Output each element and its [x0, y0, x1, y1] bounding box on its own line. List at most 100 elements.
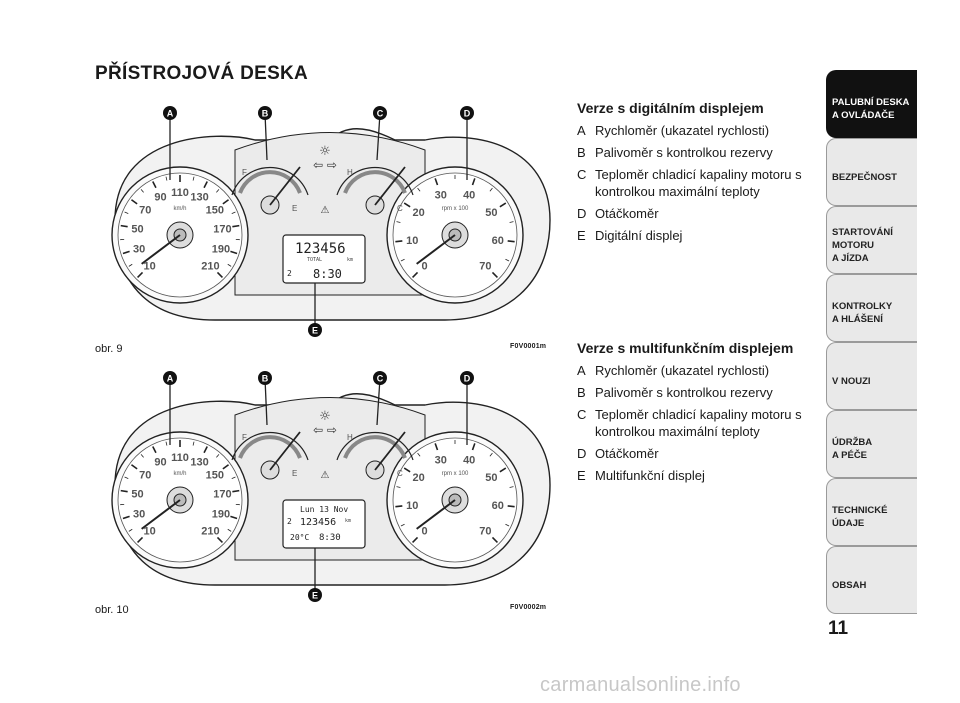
- dial-minor-tick: [140, 189, 144, 193]
- dial-tick-label: 30: [435, 454, 447, 466]
- dial-tick-label: 10: [143, 260, 155, 272]
- temperature-gauge: HC: [336, 166, 414, 215]
- warning-icon: ⚠: [321, 205, 330, 216]
- dial-minor-tick: [489, 452, 493, 457]
- dial-minor-tick: [509, 221, 514, 223]
- dial-minor-tick: [509, 486, 514, 488]
- legend-key: B: [577, 385, 586, 400]
- dial-tick: [120, 489, 128, 493]
- dial-tick: [137, 271, 144, 278]
- display-time: 8:30: [319, 533, 341, 543]
- callout-label: C: [377, 374, 384, 384]
- dial-tick-label: 30: [133, 508, 145, 520]
- gauge-needle: [269, 431, 301, 471]
- display-unit: km: [347, 257, 353, 263]
- dial-tick-label: 130: [190, 457, 208, 469]
- dial-needle: [416, 234, 456, 265]
- dial-needle: [416, 499, 456, 530]
- callout-label: E: [312, 326, 318, 336]
- tab-palubni-deska[interactable]: PALUBNÍ DESKA A OVLÁDAČE: [826, 70, 917, 138]
- warning-icon: ⚠: [321, 470, 330, 481]
- callout-label: D: [464, 109, 471, 119]
- dial-tick: [412, 271, 419, 278]
- dial-unit-label: km/h: [173, 206, 186, 212]
- dial-tick-label: 50: [131, 223, 143, 235]
- tab-v-nouzi[interactable]: V NOUZI: [826, 342, 917, 410]
- callout-label: A: [167, 109, 174, 119]
- gauge-mark-label: H: [347, 433, 353, 442]
- tab-startovani[interactable]: STARTOVÁNÍ MOTORU A JÍZDA: [826, 206, 917, 274]
- dial-tick-label: 20: [412, 472, 424, 484]
- dial-tick-label: 110: [171, 187, 189, 199]
- tab-technicke-udaje[interactable]: TECHNICKÉ ÚDAJE: [826, 478, 917, 546]
- dial-tick-label: 60: [492, 235, 504, 247]
- dial-unit-label: rpm x 100: [442, 206, 469, 212]
- dial-minor-tick: [227, 528, 232, 532]
- legend-text: Teploměr chladicí kapaliny motoru s kont…: [595, 407, 802, 439]
- dial-minor-tick: [165, 176, 168, 181]
- dial-tick: [434, 443, 439, 451]
- dial-minor-tick: [400, 258, 405, 262]
- legend-text: Digitální displej: [595, 228, 683, 243]
- dial-tick: [491, 536, 498, 543]
- callout-marker: [258, 106, 272, 120]
- page-title: PŘÍSTROJOVÁ DESKA: [95, 63, 309, 84]
- display-odometer: 123456: [300, 517, 336, 528]
- dial-needle: [141, 234, 181, 265]
- tab-obsah[interactable]: OBSAH: [826, 546, 917, 614]
- fuel-gauge: FE: [231, 431, 309, 480]
- dial-minor-tick: [231, 476, 236, 479]
- dial-tick: [222, 464, 230, 470]
- dial-tick: [120, 224, 128, 228]
- legend-heading: Verze s digitálním displejem: [577, 100, 764, 116]
- light-icon: ☼: [319, 409, 331, 424]
- tab-udrzba[interactable]: ÚDRŽBA A PÉČE: [826, 410, 917, 478]
- dial-tick-label: 170: [213, 223, 231, 235]
- tab-kontrolky[interactable]: KONTROLKY A HLÁŠENÍ: [826, 274, 917, 342]
- dial-tick-label: 150: [206, 470, 224, 482]
- fuel-gauge: FE: [231, 166, 309, 215]
- dial-tick: [130, 464, 138, 470]
- legend-text: Rychloměr (ukazatel rychlosti): [595, 363, 770, 378]
- callout-label: D: [464, 374, 471, 384]
- dial-tick: [507, 505, 515, 508]
- legend-text: Palivoměr s kontrolkou rezervy: [595, 145, 773, 160]
- display-time: 8:30: [313, 267, 342, 281]
- dial-tick-label: 90: [154, 192, 166, 204]
- dial-minor-tick: [128, 528, 133, 532]
- callout-line: [264, 112, 268, 161]
- dial-minor-tick: [417, 452, 421, 457]
- gauge-needle: [269, 166, 301, 206]
- dial-tick: [412, 536, 419, 543]
- callout-line: [264, 377, 268, 426]
- legend-text: Otáčkoměr: [595, 206, 659, 221]
- tab-bezpecnost[interactable]: BEZPEČNOST: [826, 138, 917, 206]
- gauge-needle: [374, 431, 406, 471]
- dial-tick: [499, 202, 507, 208]
- dial-tick-label: 50: [131, 488, 143, 500]
- dial-tick-label: 110: [171, 452, 189, 464]
- gauge-mark-label: C: [397, 204, 403, 213]
- display-unit: km: [345, 518, 351, 524]
- dial-tick-label: 50: [485, 207, 497, 219]
- dial-tick: [122, 250, 130, 255]
- dial-minor-tick: [192, 176, 195, 181]
- callout-marker: [163, 106, 177, 120]
- turn-signal-icon: ⇦ ⇨: [313, 423, 337, 437]
- dial-minor-tick: [417, 187, 421, 192]
- legend-text: Otáčkoměr: [595, 446, 659, 461]
- legend-key: D: [577, 446, 587, 461]
- legend-key: D: [577, 206, 587, 221]
- dial-tick: [137, 536, 144, 543]
- dial-tick-label: 70: [479, 260, 491, 272]
- dial-tick: [222, 199, 230, 205]
- display-gear: 2: [287, 517, 292, 526]
- dial-tick: [232, 224, 240, 228]
